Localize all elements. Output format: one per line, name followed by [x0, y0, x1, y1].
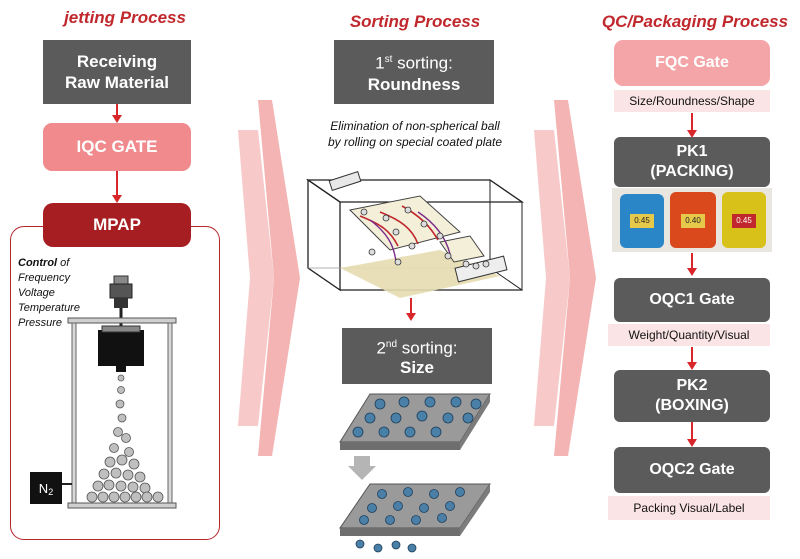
second-sorting-label: 2nd sorting: [376, 335, 457, 358]
oqc1-gate-box: OQC1 Gate [614, 278, 770, 322]
arrow-fqc-to-pk1 [687, 113, 697, 138]
orange-jar-label: 0.40 [681, 214, 705, 228]
n2-label: N [38, 480, 49, 496]
sorting-process-title: Sorting Process [349, 12, 481, 31]
chevron-arrow-1 [258, 100, 300, 456]
arrow-iqc-to-mpap [112, 171, 122, 203]
second-sorting-box: 2nd sorting: Size [342, 328, 492, 384]
caption-line-1: Elimination of non-spherical ball [330, 119, 500, 133]
mpap-box: MPAP [43, 203, 191, 247]
first-sorting-sup: st [384, 54, 393, 66]
first-sorting-rest: sorting: [392, 53, 453, 73]
receiving-line-2: Raw Material [65, 73, 169, 92]
arrow-receiving-to-iqc [112, 104, 122, 123]
oqc2-criteria: Packing Visual/Label [608, 496, 770, 520]
pk1-line-2: (PACKING) [650, 163, 734, 180]
blue-jar: 0.45 [620, 194, 664, 248]
oqc1-criteria: Weight/Quantity/Visual [608, 324, 770, 346]
control-pressure: Pressure [18, 317, 63, 329]
iqc-gate-box: IQC GATE [43, 123, 191, 171]
n2-subscript: 2 [48, 487, 54, 497]
jetting-machine-illustration [60, 275, 177, 509]
second-sorting-sup: nd [385, 339, 398, 351]
control-temperature: Temperature [18, 302, 80, 314]
chevron-arrow-2-body [534, 130, 570, 426]
control-frequency: Frequency [18, 272, 70, 284]
oqc2-gate-box: OQC2 Gate [614, 447, 770, 493]
caption-line-2: by rolling on special coated plate [327, 135, 503, 149]
jetting-process-title: jetting Process [64, 8, 186, 27]
arrow-pk2-to-oqc2 [687, 422, 697, 447]
chevron-arrow-1-body [238, 130, 274, 426]
second-sorting-name: Size [399, 357, 435, 377]
roundness-sorter-illustration [305, 170, 525, 298]
first-sorting-box: 1st sorting: Roundness [334, 40, 494, 104]
fqc-criteria: Size/Roundness/Shape [614, 90, 770, 112]
control-voltage: Voltage [18, 287, 55, 299]
first-sorting-label: 1st sorting: [375, 49, 453, 74]
pk2-boxing-box: PK2 (BOXING) [614, 370, 770, 422]
second-sorting-rest: sorting: [397, 338, 458, 358]
chevron-arrow-2 [554, 100, 596, 456]
yellow-jar: 0.45 [722, 192, 766, 248]
pk2-line-1: PK2 [676, 377, 708, 394]
first-sorting-name: Roundness [367, 74, 461, 94]
receiving-raw-material-box: Receiving Raw Material [43, 40, 191, 104]
yellow-jar-label: 0.45 [732, 214, 756, 228]
control-label: Control [18, 257, 58, 269]
first-sorting-num: 1 [375, 53, 385, 73]
arrow-roundness-to-size [406, 298, 416, 321]
arrow-pk1-to-oqc1 [687, 253, 697, 276]
packing-jars-photo: 0.45 0.40 0.45 [612, 188, 772, 252]
arrow-oqc1-to-pk2 [687, 347, 697, 370]
pk2-line-2: (BOXING) [655, 397, 729, 414]
pk1-packing-box: PK1 (PACKING) [614, 137, 770, 187]
receiving-line-1: Receiving [76, 52, 158, 71]
control-of: of [57, 257, 70, 269]
second-sorting-num: 2 [376, 338, 386, 358]
fqc-gate-box: FQC Gate [614, 40, 770, 86]
blue-jar-label: 0.45 [630, 214, 654, 228]
pk1-line-1: PK1 [676, 143, 708, 160]
size-sieve-illustration [339, 393, 491, 553]
control-parameters-list: Control of Frequency Voltage Temperature… [18, 256, 98, 331]
roundness-caption: Elimination of non-spherical ball by rol… [300, 118, 530, 150]
qc-packaging-title: QC/Packaging Process [601, 12, 789, 31]
orange-jar: 0.40 [670, 192, 716, 248]
